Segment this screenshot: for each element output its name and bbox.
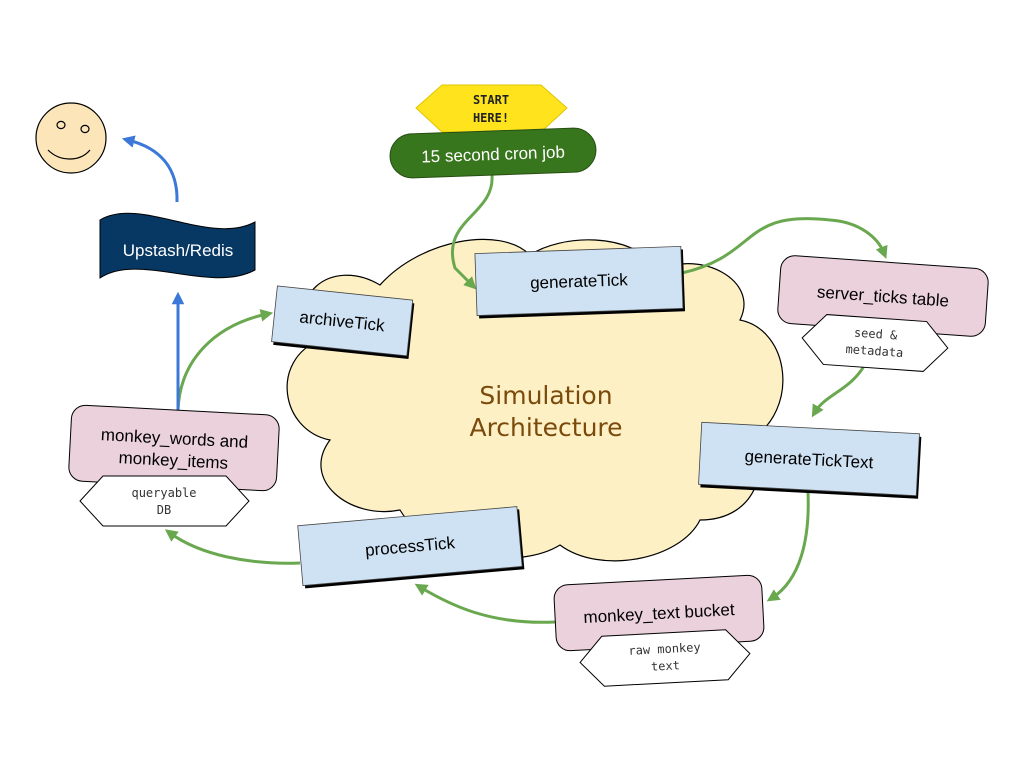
arrow-redis-to-user xyxy=(121,135,179,203)
generate-tick-text-function: generateTickText xyxy=(698,421,922,499)
monkey-words-tag-line-2: DB xyxy=(157,503,171,517)
monkey-text-bucket: monkey_text bucket raw monkey text xyxy=(553,574,765,687)
start-line-2: HERE! xyxy=(473,111,509,125)
process-tick-function: processTick xyxy=(297,506,525,589)
arrow-monkey-words-to-archive-tick xyxy=(176,309,274,411)
cloud-title-line-2: Architecture xyxy=(469,413,622,442)
cloud-title-line-1: Simulation xyxy=(479,381,612,410)
monkey-words-items-db: monkey_words and monkey_items queryable … xyxy=(68,404,280,527)
cron-job-trigger: 15 second cron job xyxy=(389,127,597,179)
arrow-monkey-text-to-process-tick xyxy=(414,583,556,624)
monkey-text-tag-line-1: raw monkey xyxy=(628,640,701,658)
generate-tick-function: generateTick xyxy=(474,245,686,319)
monkey-words-tag: queryable DB xyxy=(79,475,250,527)
start-line-1: START xyxy=(473,93,509,107)
monkey-words-tag-line-1: queryable xyxy=(131,486,196,500)
monkey-text-tag-line-2: text xyxy=(651,658,681,673)
cache-arrows xyxy=(121,135,185,410)
smiley-face-icon xyxy=(35,102,107,174)
server-ticks-tag: seed & metadata xyxy=(801,314,949,372)
arrow-cron-to-generate-tick xyxy=(451,174,494,290)
archive-tick-function: archiveTick xyxy=(271,285,415,360)
arrow-generate-tick-to-server-ticks xyxy=(681,217,888,275)
upstash-redis-cache: Upstash/Redis xyxy=(99,212,256,279)
monkey-text-tag: raw monkey text xyxy=(579,629,751,687)
arrow-server-ticks-to-generate-tick-text xyxy=(811,365,866,418)
server-ticks-tag-line-1: seed & xyxy=(854,326,899,343)
arrow-generate-tick-text-to-monkey-text xyxy=(766,491,810,602)
generate-tick-label: generateTick xyxy=(530,270,629,292)
server-ticks-table: server_ticks table seed & metadata xyxy=(777,255,989,372)
server-ticks-tag-line-2: metadata xyxy=(845,342,904,360)
arrow-process-tick-to-monkey-words xyxy=(164,529,301,565)
start-here-badge: START HERE! xyxy=(415,84,568,133)
flow-arrows xyxy=(164,174,888,624)
cache-label: Upstash/Redis xyxy=(123,241,234,260)
